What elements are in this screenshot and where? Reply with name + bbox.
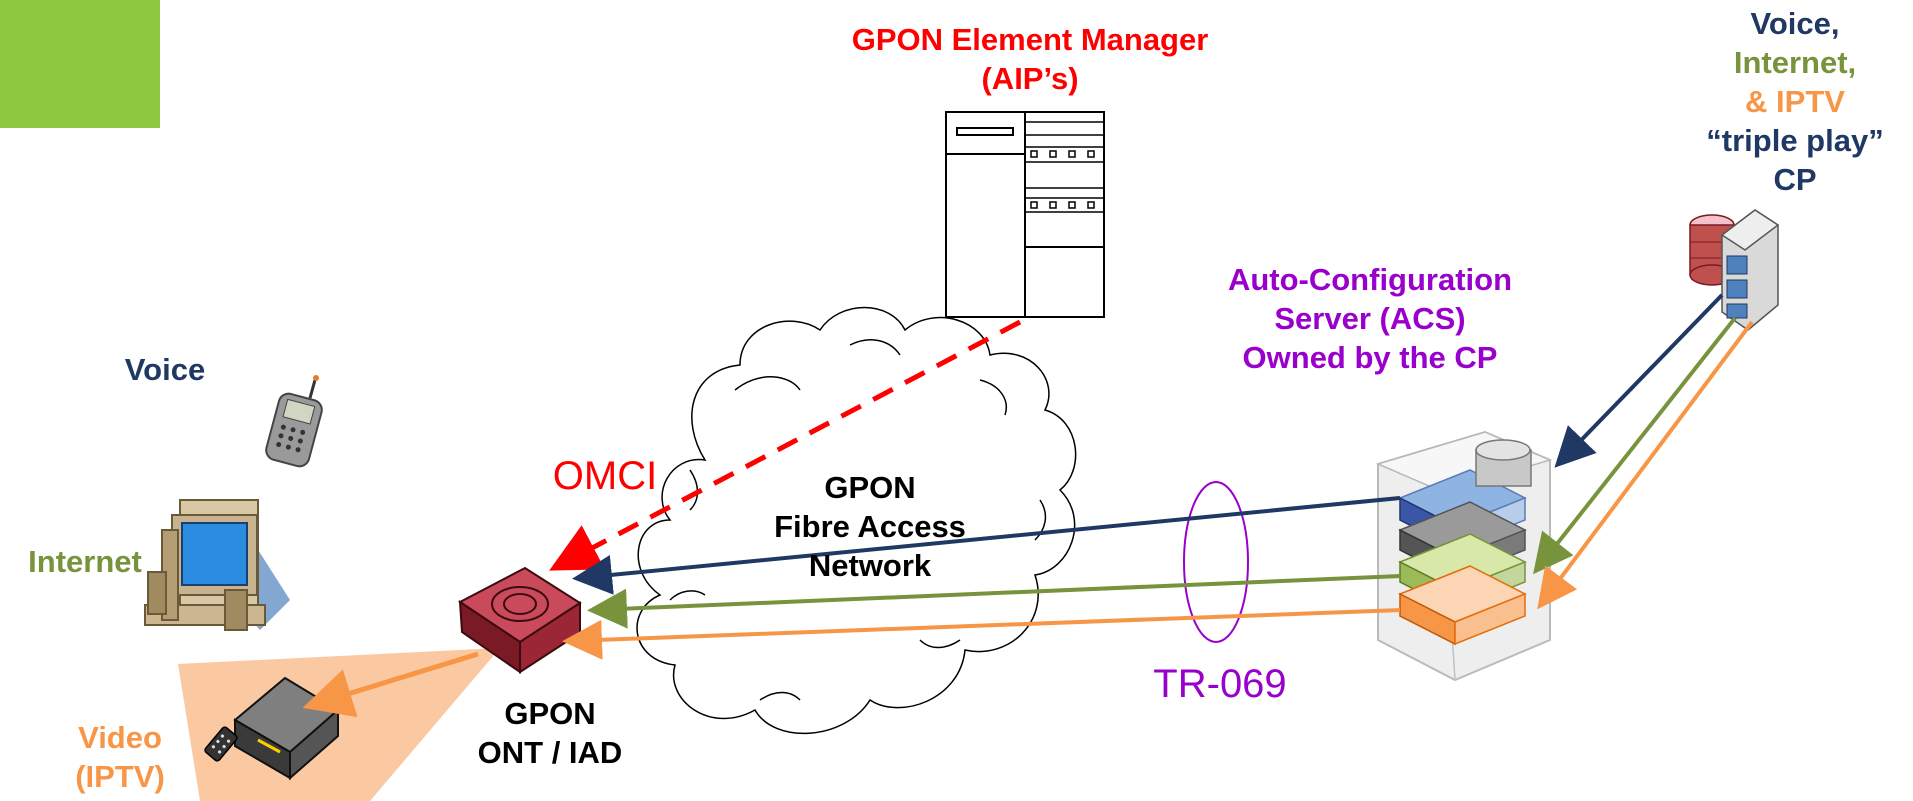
video-link-ont-to-stb xyxy=(302,651,479,718)
ont-label-line2: ONT / IAD xyxy=(477,735,623,770)
cp-triple-play-label: “triple play” xyxy=(1706,123,1884,158)
cloud-label-line3: Network xyxy=(808,548,932,583)
voice-link-cp-to-acs xyxy=(1554,293,1724,468)
omci-dashed-link xyxy=(549,319,1022,571)
cp-internet-label: Internet, xyxy=(1733,45,1857,80)
ont-label: GPON ONT / IAD xyxy=(440,694,660,772)
internet-link-acs-to-ont xyxy=(587,574,1401,629)
cp-voice-label: Voice, xyxy=(1750,6,1840,41)
cp-server-icon xyxy=(1689,209,1780,331)
cp-services-label: Voice, Internet, & IPTV “triple play” CP xyxy=(1680,4,1910,199)
acs-label-line1: Auto-Configuration xyxy=(1227,262,1513,297)
ont-label-line1: GPON xyxy=(504,696,596,731)
cloud-label-line2: Fibre Access xyxy=(774,509,966,544)
video-label-line1: Video xyxy=(78,720,162,755)
tr069-bundle-ellipse xyxy=(1183,481,1249,643)
video-link-cp-to-acs xyxy=(1537,320,1754,610)
voice-label: Voice xyxy=(124,352,206,387)
video-label-line2: (IPTV) xyxy=(75,759,165,794)
voice-link-acs-to-ont xyxy=(572,496,1401,595)
tr069-label: TR-069 xyxy=(1153,662,1287,706)
cp-iptv-label: & IPTV xyxy=(1745,84,1845,119)
acs-server-icon xyxy=(1375,430,1553,682)
video-label: Video (IPTV) xyxy=(50,718,190,796)
cp-cp-label: CP xyxy=(1773,162,1817,197)
element-manager-title: GPON Element Manager (AIP’s) xyxy=(780,20,1280,98)
remote-control-icon xyxy=(204,726,238,762)
acs-label-line3: Owned by the CP xyxy=(1242,340,1498,375)
video-link-acs-to-ont xyxy=(562,608,1401,660)
cloud-network-label: GPON Fibre Access Network xyxy=(720,468,1020,585)
element-manager-title-line2: (AIP’s) xyxy=(981,61,1079,96)
cloud-label-line1: GPON xyxy=(824,470,916,505)
acs-label: Auto-Configuration Server (ACS) Owned by… xyxy=(1160,260,1580,377)
internet-label: Internet xyxy=(28,544,142,579)
acs-label-line2: Server (ACS) xyxy=(1274,301,1466,336)
ont-device-icon xyxy=(458,566,582,674)
element-manager-title-line1: GPON Element Manager xyxy=(851,22,1209,57)
accent-tab xyxy=(0,0,160,128)
mobile-phone-icon xyxy=(265,375,323,468)
server-rack-icon xyxy=(945,111,1105,318)
omci-label: OMCI xyxy=(552,454,658,498)
desktop-computer-icon xyxy=(144,499,290,631)
internet-link-cp-to-acs xyxy=(1533,316,1737,575)
